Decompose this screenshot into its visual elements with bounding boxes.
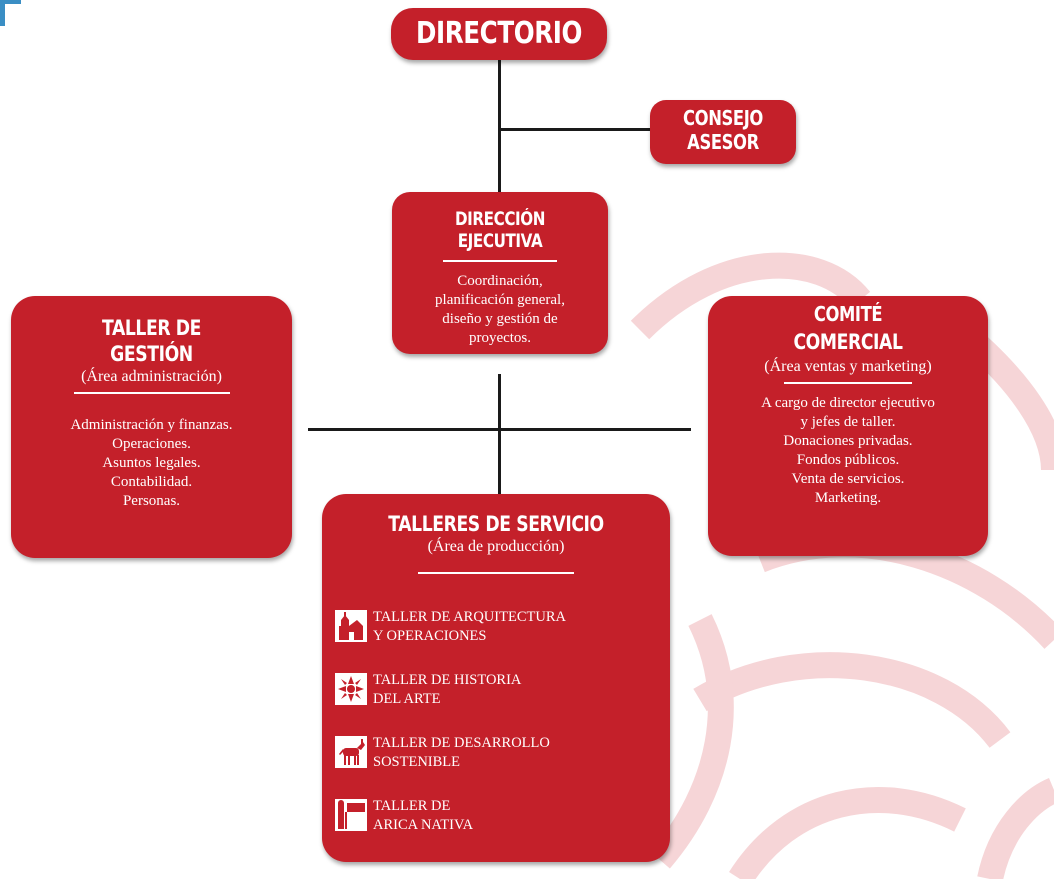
- gestion-line-3: Asuntos legales.: [102, 455, 201, 471]
- comite-line-1: A cargo de director ejecutivo: [761, 395, 935, 411]
- direccion-line-4: proyectos.: [468, 330, 532, 346]
- church-icon: [335, 610, 367, 642]
- corner-accent: [0, 0, 21, 26]
- gestion-line-1: Administración y finanzas.: [70, 417, 233, 433]
- comite-comercial-box: COMITÉ COMERCIAL (Área ventas y marketin…: [708, 296, 988, 556]
- flower-pattern-icon: [335, 673, 367, 705]
- consejo-title-line2: ASESOR: [687, 130, 759, 154]
- direccion-divider: [443, 260, 557, 262]
- servicio-divider: [418, 572, 574, 574]
- consejo-asesor-box: CONSEJO ASESOR: [650, 100, 796, 164]
- taller-arquitectura-item: TALLER DE ARQUITECTURA Y OPERACIONES: [335, 608, 566, 646]
- direccion-line-1: Coordinación,: [457, 273, 543, 289]
- servicio-subtitle: (Área de producción): [427, 538, 565, 555]
- taller-desarrollo-item: TALLER DE DESARROLLO SOSTENIBLE: [335, 734, 550, 772]
- gestion-line-2: Operaciones.: [112, 436, 191, 452]
- gestion-divider: [73, 392, 230, 394]
- gestion-subtitle: (Área administración): [81, 368, 222, 385]
- taller-gestion-box: TALLER DE GESTIÓN (Área administración) …: [11, 296, 292, 558]
- comite-line-5: Venta de servicios.: [791, 471, 905, 487]
- taller-historia-item: TALLER DE HISTORIA DEL ARTE: [335, 671, 521, 709]
- taller-desarrollo-line1: TALLER DE DESARROLLO: [373, 735, 550, 751]
- directorio-box: DIRECTORIO: [391, 8, 607, 60]
- taller-arica-item: TALLER DE ARICA NATIVA: [335, 797, 473, 835]
- arica-nativa-sign-icon: [335, 799, 367, 831]
- taller-arquitectura-line1: TALLER DE ARQUITECTURA: [373, 609, 566, 625]
- gestion-line-5: Personas.: [122, 493, 181, 509]
- direccion-line-2: planificación general,: [435, 292, 565, 308]
- consejo-title-line1: CONSEJO: [683, 106, 763, 130]
- gestion-title-line2: GESTIÓN: [110, 342, 193, 366]
- taller-arica-line1: TALLER DE: [373, 798, 451, 814]
- connector-direccion-to-servicio: [498, 374, 501, 498]
- gestion-line-4: Contabilidad.: [110, 474, 193, 490]
- taller-historia-line1: TALLER DE HISTORIA: [373, 672, 522, 688]
- comite-line-4: Fondos públicos.: [796, 452, 900, 468]
- taller-arquitectura-line2: Y OPERACIONES: [373, 628, 487, 644]
- connector-horizontal-areas: [308, 428, 691, 431]
- connector-directorio-to-direccion: [498, 60, 501, 192]
- directorio-title: DIRECTORIO: [416, 16, 582, 51]
- taller-desarrollo-line2: SOSTENIBLE: [373, 754, 460, 770]
- comite-title-line2: COMERCIAL: [793, 330, 903, 354]
- taller-historia-line2: DEL ARTE: [373, 691, 441, 707]
- comite-line-3: Donaciones privadas.: [783, 433, 913, 449]
- donkey-icon: [335, 736, 367, 768]
- comite-divider: [784, 382, 912, 384]
- direccion-ejecutiva-box: DIRECCIÓN EJECUTIVA Coordinación, planif…: [392, 192, 608, 354]
- servicio-title: TALLERES DE SERVICIO: [388, 512, 604, 536]
- comite-line-2: y jefes de taller.: [800, 414, 896, 430]
- talleres-servicio-box: TALLERES DE SERVICIO (Área de producción…: [322, 494, 670, 862]
- direccion-title: DIRECCIÓN EJECUTIVA: [454, 209, 546, 252]
- direccion-line-3: diseño y gestión de: [442, 311, 558, 327]
- connector-to-consejo: [498, 128, 656, 131]
- gestion-title-line1: TALLER DE: [101, 316, 202, 340]
- taller-arica-line2: ARICA NATIVA: [373, 817, 474, 833]
- comite-title-line1: COMITÉ: [813, 302, 883, 326]
- comite-subtitle: (Área ventas y marketing): [764, 358, 932, 375]
- comite-line-6: Marketing.: [814, 490, 882, 506]
